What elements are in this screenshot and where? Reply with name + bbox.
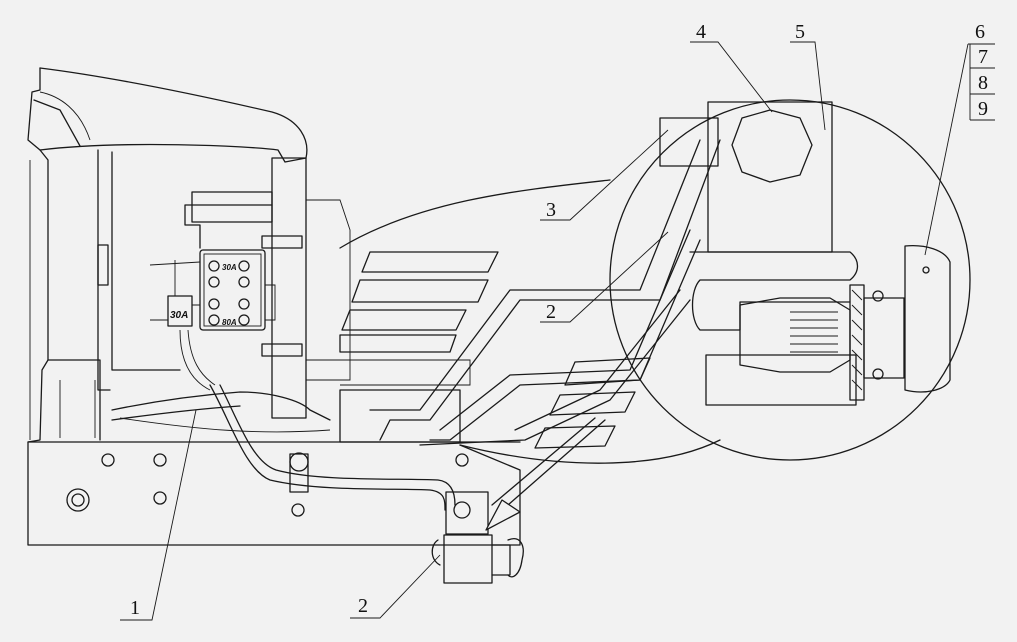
fuse-label-30a-big: 30A (170, 310, 188, 321)
callout-3: 3 (540, 129, 669, 221)
callout-1: 1 (120, 409, 197, 621)
callout-label-5: 5 (795, 21, 805, 43)
callout-label-7: 7 (978, 46, 988, 68)
valve-assembly (431, 491, 524, 584)
cab-outline (27, 67, 521, 546)
engine-block (111, 157, 471, 443)
cable-leaders (369, 139, 721, 446)
callout-4: 4 (690, 21, 773, 113)
callout-label-6: 6 (975, 21, 985, 43)
hose-line (209, 384, 456, 511)
callout-label-8: 8 (978, 72, 988, 94)
stepped-plates (339, 251, 651, 449)
callout-label-2-upper: 2 (546, 301, 556, 323)
callout-label-4: 4 (696, 21, 706, 43)
callout-label-1: 1 (130, 597, 140, 619)
fuse-label-80a: 80A (222, 318, 237, 327)
callout-label-9: 9 (978, 98, 988, 120)
frame-bolts (66, 453, 469, 517)
callout-label-3: 3 (546, 199, 556, 221)
detail-magnifier (339, 99, 971, 464)
callout-6-9-stack: 6 7 8 9 (924, 21, 995, 256)
callout-2-lower: 2 (350, 554, 441, 619)
fuse-box: 30A 80A 30A (149, 249, 276, 391)
fuse-label-30a-small: 30A (222, 263, 237, 272)
callout-label-2-lower: 2 (358, 595, 368, 617)
callout-5: 5 (790, 21, 826, 131)
callout-2-upper: 2 (540, 231, 669, 323)
pointer-arrow (485, 417, 606, 531)
